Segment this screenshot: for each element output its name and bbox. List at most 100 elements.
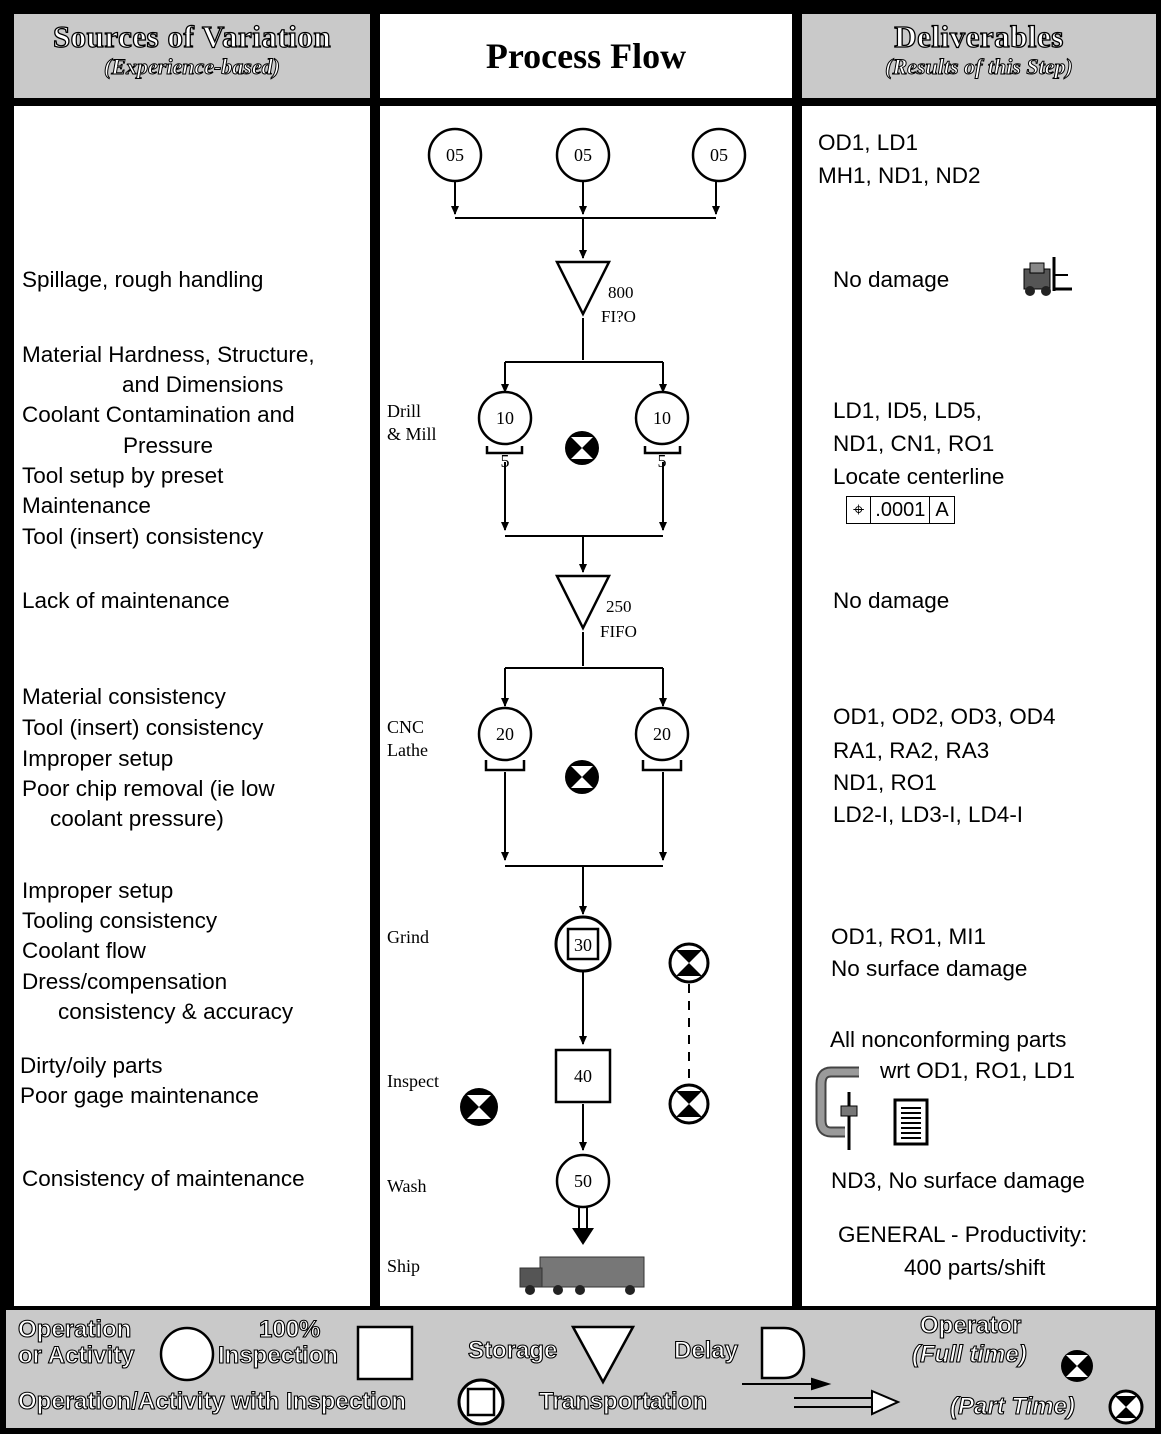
svg-text:250: 250 — [606, 597, 632, 616]
station-label-cnc: CNC — [387, 717, 424, 737]
sources-panel — [14, 106, 370, 1306]
deliverable-item: No damage — [833, 267, 950, 292]
deliverable-item: wrt OD1, RO1, LD1 — [880, 1058, 1076, 1083]
storage-triangle-800: 800 FI?O — [554, 260, 636, 326]
source-item: Material Hardness, Structure, — [22, 342, 315, 367]
operator-part-time-icon — [668, 1083, 710, 1125]
process-flow-header: Process Flow — [380, 14, 792, 98]
source-item: Material consistency — [22, 684, 226, 709]
sources-header: Sources of Variation (Experience-based) — [14, 14, 370, 98]
svg-text:5: 5 — [658, 451, 667, 471]
operation-20-right: 20 — [634, 706, 690, 772]
source-item: Consistency of maintenance — [22, 1166, 305, 1191]
legend-activity-label: or Activity — [17, 1342, 135, 1369]
operation-05-center: 05 — [555, 127, 611, 183]
source-item: Spillage, rough handling — [22, 267, 264, 292]
svg-text:05: 05 — [710, 145, 728, 165]
deliverables-header-subtitle: (Results of this Step) — [885, 54, 1074, 80]
operation-10-right: 10 5 — [634, 390, 690, 471]
source-item: Tooling consistency — [22, 908, 218, 933]
deliverable-item: No surface damage — [831, 956, 1028, 981]
station-label-inspect: Inspect — [387, 1071, 439, 1091]
truck-icon — [519, 1256, 645, 1295]
source-item: Improper setup — [22, 878, 174, 903]
station-label-grind: Grind — [387, 927, 429, 947]
svg-text:20: 20 — [496, 724, 514, 744]
legend-operation-label: Operation — [17, 1316, 132, 1343]
legend-inspection-pct-label: 100% — [258, 1316, 321, 1343]
operation-05-left: 05 — [427, 127, 483, 183]
source-item: Improper setup — [22, 746, 174, 771]
legend-inspection-square — [356, 1325, 414, 1381]
storage-triangle-250: 250 FIFO — [554, 574, 637, 641]
svg-text:FIFO: FIFO — [600, 622, 637, 641]
deliverable-item: MH1, ND1, ND2 — [818, 163, 981, 188]
legend-operation-circle — [159, 1326, 215, 1382]
source-item: consistency & accuracy — [58, 999, 294, 1024]
c-clamp-gauge-icon — [815, 1066, 859, 1150]
sources-header-title: Sources of Variation — [52, 19, 332, 54]
legend-op-with-inspection-icon — [457, 1378, 505, 1426]
document-icon — [893, 1098, 929, 1146]
deliverable-item: ND1, CN1, RO1 — [833, 431, 995, 456]
svg-text:40: 40 — [574, 1066, 592, 1086]
position-tolerance-frame: ⌖ .0001 A — [846, 496, 955, 524]
legend-operator-label: Operator — [919, 1312, 1022, 1339]
deliverable-item: LD2-I, LD3-I, LD4-I — [833, 802, 1024, 827]
source-item: Tool (insert) consistency — [22, 524, 264, 549]
svg-text:10: 10 — [496, 408, 514, 428]
tolerance-value: .0001 — [871, 497, 931, 523]
svg-text:05: 05 — [446, 145, 464, 165]
deliverable-item: ND3, No surface damage — [831, 1168, 1085, 1193]
deliverable-item: LD1, ID5, LD5, — [833, 398, 982, 423]
source-item: Pressure — [123, 433, 214, 458]
legend-transport-arrows — [742, 1377, 901, 1416]
legend-part-time-label: (Part Time) — [949, 1393, 1075, 1420]
svg-text:10: 10 — [653, 408, 671, 428]
legend-transportation-label: Transportation — [538, 1388, 708, 1415]
svg-text:30: 30 — [574, 935, 592, 955]
station-label-mill: & Mill — [387, 424, 437, 444]
legend-delay-shape — [760, 1326, 806, 1380]
legend-shapes — [159, 1325, 1144, 1426]
source-item: and Dimensions — [122, 372, 284, 397]
deliverables-header-title: Deliverables — [894, 19, 1064, 54]
source-item: Dirty/oily parts — [20, 1053, 163, 1078]
operation-20-left: 20 — [477, 706, 533, 772]
deliverable-item: 400 parts/shift — [904, 1255, 1046, 1280]
operator-full-time-icon — [460, 1088, 498, 1126]
deliverable-item: OD1, LD1 — [818, 130, 919, 155]
svg-text:50: 50 — [574, 1171, 592, 1191]
source-item: Coolant flow — [22, 938, 146, 963]
source-item: Coolant Contamination and — [22, 402, 295, 427]
deliverable-item: Locate centerline — [833, 464, 1005, 489]
legend-inspection-label: Inspection — [217, 1342, 339, 1369]
process-flow-diagram: 05 05 05 800 FI?O Drill & Mill 10 5 10 5… — [387, 127, 747, 1295]
source-item: coolant pressure) — [50, 806, 224, 831]
deliverables-header: Deliverables (Results of this Step) — [802, 14, 1156, 98]
forklift-icon — [1023, 257, 1072, 296]
svg-text:800: 800 — [608, 283, 634, 302]
legend-storage-triangle — [570, 1325, 636, 1385]
legend-delay-label: Delay — [673, 1337, 739, 1364]
source-item: Tool setup by preset — [22, 463, 224, 488]
operation-10-left: 10 5 — [477, 390, 533, 471]
deliverable-item: OD1, RO1, MI1 — [831, 924, 987, 949]
deliverable-item: OD1, OD2, OD3, OD4 — [833, 704, 1056, 729]
process-flow-header-title: Process Flow — [485, 36, 687, 76]
deliverable-item: All nonconforming parts — [830, 1027, 1067, 1052]
deliverable-item: RA1, RA2, RA3 — [833, 738, 990, 763]
station-label-ship: Ship — [387, 1256, 420, 1276]
svg-text:FI?O: FI?O — [601, 307, 636, 326]
operation-30-with-inspection: 30 — [554, 915, 612, 973]
operation-05-right: 05 — [691, 127, 747, 183]
source-item: Maintenance — [22, 493, 151, 518]
deliverables-panel — [802, 106, 1156, 1306]
source-item: Poor gage maintenance — [20, 1083, 259, 1108]
deliverable-item: No damage — [833, 588, 950, 613]
svg-text:20: 20 — [653, 724, 671, 744]
operator-full-time-icon — [565, 431, 599, 465]
svg-text:5: 5 — [501, 451, 510, 471]
source-item: Lack of maintenance — [22, 588, 230, 613]
legend-storage-label: Storage — [467, 1337, 558, 1364]
